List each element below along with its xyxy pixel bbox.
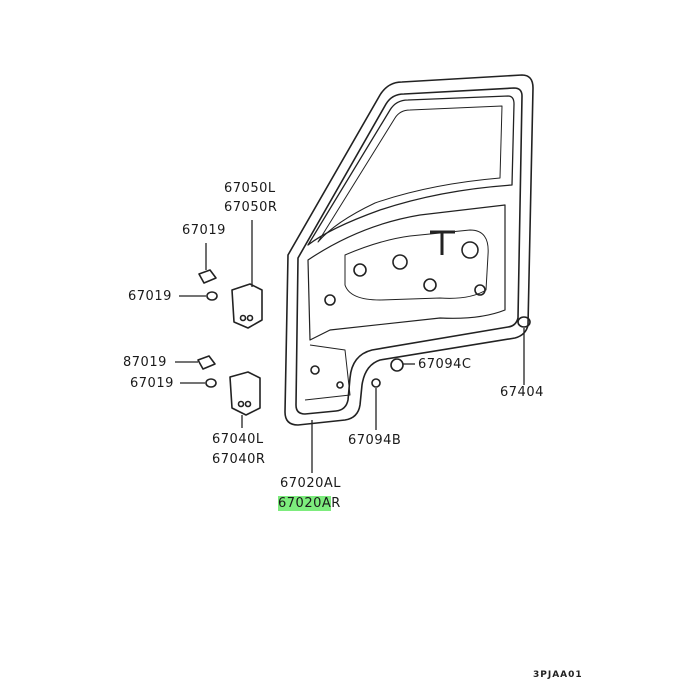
figure-code: 3PJAA01 — [533, 670, 583, 680]
label-bolt-upper: 67019 — [128, 289, 172, 304]
label-hinge-upper-r: 67050R — [224, 200, 278, 215]
lower-hinge — [229, 371, 261, 416]
highlighted-part-number: 67020A — [278, 496, 332, 511]
upper-hinge — [231, 283, 263, 329]
plug-b — [371, 378, 381, 388]
nut-top — [198, 269, 217, 284]
label-door-r: 67020AR — [278, 496, 341, 511]
nut-lower — [197, 355, 216, 370]
label-hinge-upper-l: 67050L — [224, 181, 276, 196]
grommet — [517, 316, 531, 328]
label-door-l: 67020AL — [280, 476, 341, 491]
label-door-r-suffix: R — [331, 496, 341, 511]
inner-panel — [307, 204, 506, 341]
label-hinge-lower-r: 67040R — [212, 452, 266, 467]
label-bolt-lower-b: 67019 — [130, 376, 174, 391]
label-hinge-lower-l: 67040L — [212, 432, 264, 447]
door-shell-inner — [295, 87, 523, 415]
window-frame — [307, 95, 515, 246]
plug-c — [390, 358, 404, 372]
bolt-lower — [205, 378, 217, 388]
label-plug-c: 67094C — [418, 357, 472, 372]
leader-lines — [175, 220, 525, 473]
bolt-upper — [206, 291, 218, 301]
door-shell-outer — [284, 74, 534, 426]
label-bolt-top: 67019 — [182, 223, 226, 238]
label-bolt-lower-a: 87019 — [123, 355, 167, 370]
label-plug-b: 67094B — [348, 433, 402, 448]
label-grommet: 67404 — [500, 385, 544, 400]
